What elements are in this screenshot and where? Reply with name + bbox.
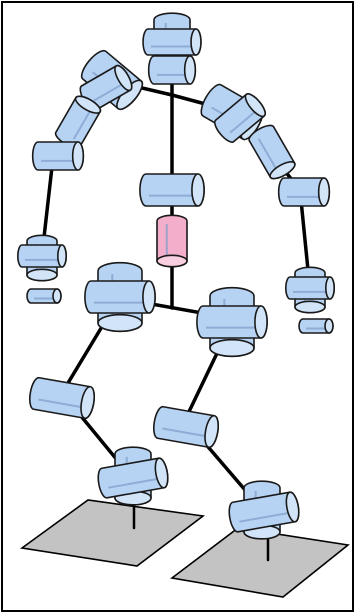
- right-knee-joint-cylinder-1: [29, 376, 96, 420]
- left-shoulder-joint-2: [248, 124, 296, 180]
- right-shoulder-joint-1-cylinder-2-end-cap: [114, 64, 133, 92]
- feet: [19, 488, 350, 598]
- left-shoulder-joint-2-cylinder-1: [248, 124, 296, 180]
- left-shoulder-joint-2-cylinder-1-end-cap: [269, 161, 296, 180]
- chest-joint: [139, 173, 205, 207]
- right-shoulder-joint-2-cylinder-1: [54, 95, 102, 149]
- left-elbow-joint: [277, 177, 331, 207]
- right-foot-plate: [19, 499, 206, 567]
- joints: [17, 12, 335, 540]
- right-shoulder-joint-1-cylinder-2: [79, 64, 133, 112]
- left-ankle-joint-cylinder-2: [228, 491, 300, 533]
- right-hip-joint-cylinder-1-end-cap: [97, 313, 143, 333]
- left-wrist-joint-cylinder-2-end-cap: [325, 276, 335, 300]
- right-shoulder-joint-1: [79, 49, 144, 112]
- left-shoulder-joint-1-cylinder-2-shading: [229, 110, 257, 134]
- head-joint-cylinder-2-end-cap: [190, 28, 202, 56]
- right-elbow-joint: [31, 141, 85, 171]
- left-shoulder-joint-1-cylinder-2: [214, 93, 266, 143]
- left-knee-joint-cylinder-1-shading: [162, 427, 208, 438]
- right-ankle-joint: [97, 446, 169, 506]
- right-shoulder-joint-1-cylinder-2-shading: [93, 82, 124, 102]
- left-foot-plate: [170, 527, 350, 598]
- waist-joint: [156, 214, 188, 268]
- right-wrist-joint-cylinder-3-end-cap: [52, 288, 62, 304]
- right-ankle-joint-cylinder-2-end-cap: [154, 457, 169, 489]
- right-wrist-joint-cylinder-2: [17, 244, 67, 268]
- right-ankle-joint-cylinder-2-shading: [108, 477, 160, 489]
- left-wrist-joint-cylinder-2: [285, 276, 335, 300]
- right-wrist-joint: [17, 234, 67, 304]
- right-wrist-joint-cylinder-1-end-cap: [26, 268, 58, 282]
- left-hip-joint: [196, 286, 268, 358]
- left-knee-joint-cylinder-1-end-cap: [204, 414, 220, 449]
- right-elbow-joint-cylinder-1-end-cap: [71, 141, 85, 171]
- left-shoulder-joint-2-cylinder-1-shading: [257, 138, 278, 171]
- right-knee-joint-cylinder-1-shading: [38, 398, 84, 409]
- left-hip-joint-cylinder-1-end-cap: [209, 338, 255, 358]
- neck-joint-cylinder-1: [147, 55, 197, 85]
- chest-joint-cylinder-1-end-cap: [191, 173, 205, 207]
- right-shoulder-joint-2: [54, 95, 102, 149]
- left-hip-joint-cylinder-2: [196, 305, 268, 339]
- right-wrist-joint-cylinder-3: [26, 288, 62, 304]
- left-elbow-joint-cylinder-1-end-cap: [317, 177, 331, 207]
- waist-joint-cylinder-1: [156, 214, 188, 268]
- left-wrist-joint-cylinder-3: [298, 318, 334, 334]
- right-shoulder-joint-2-cylinder-1-shading: [72, 109, 92, 140]
- left-knee-joint-cylinder-1: [153, 405, 220, 449]
- right-ankle-joint-cylinder-2: [97, 457, 169, 499]
- right-wrist-joint-cylinder-2-end-cap: [57, 244, 67, 268]
- left-ankle-joint-cylinder-2-end-cap: [285, 491, 300, 523]
- right-elbow-joint-cylinder-1: [31, 141, 85, 171]
- left-wrist-joint: [285, 266, 335, 334]
- right-knee-joint-cylinder-1-end-cap: [80, 385, 96, 420]
- left-elbow-joint-cylinder-1: [277, 177, 331, 207]
- neck-joint-cylinder-1-end-cap: [183, 55, 197, 85]
- right-shoulder-joint-2-cylinder-1-end-cap: [74, 95, 102, 114]
- left-shoulder-joint-1-cylinder-2-end-cap: [244, 93, 266, 118]
- left-wrist-joint-cylinder-3-end-cap: [324, 318, 334, 334]
- left-shoulder-joint-1: [200, 83, 266, 143]
- left-ankle-joint: [228, 480, 300, 540]
- right-hip-joint-cylinder-2-end-cap: [142, 280, 156, 314]
- left-wrist-joint-cylinder-1-end-cap: [294, 300, 326, 314]
- left-knee-joint: [153, 405, 220, 449]
- chest-joint-cylinder-1: [139, 173, 205, 207]
- waist-joint-cylinder-1-end-cap: [156, 254, 188, 268]
- right-hip-joint: [84, 261, 156, 333]
- left-hip-joint-cylinder-2-end-cap: [254, 305, 268, 339]
- head-joint-cylinder-2: [142, 28, 202, 56]
- neck-joint: [147, 55, 197, 85]
- right-knee-joint: [29, 376, 96, 420]
- left-ankle-joint-cylinder-2-shading: [239, 511, 291, 523]
- right-hip-joint-cylinder-2: [84, 280, 156, 314]
